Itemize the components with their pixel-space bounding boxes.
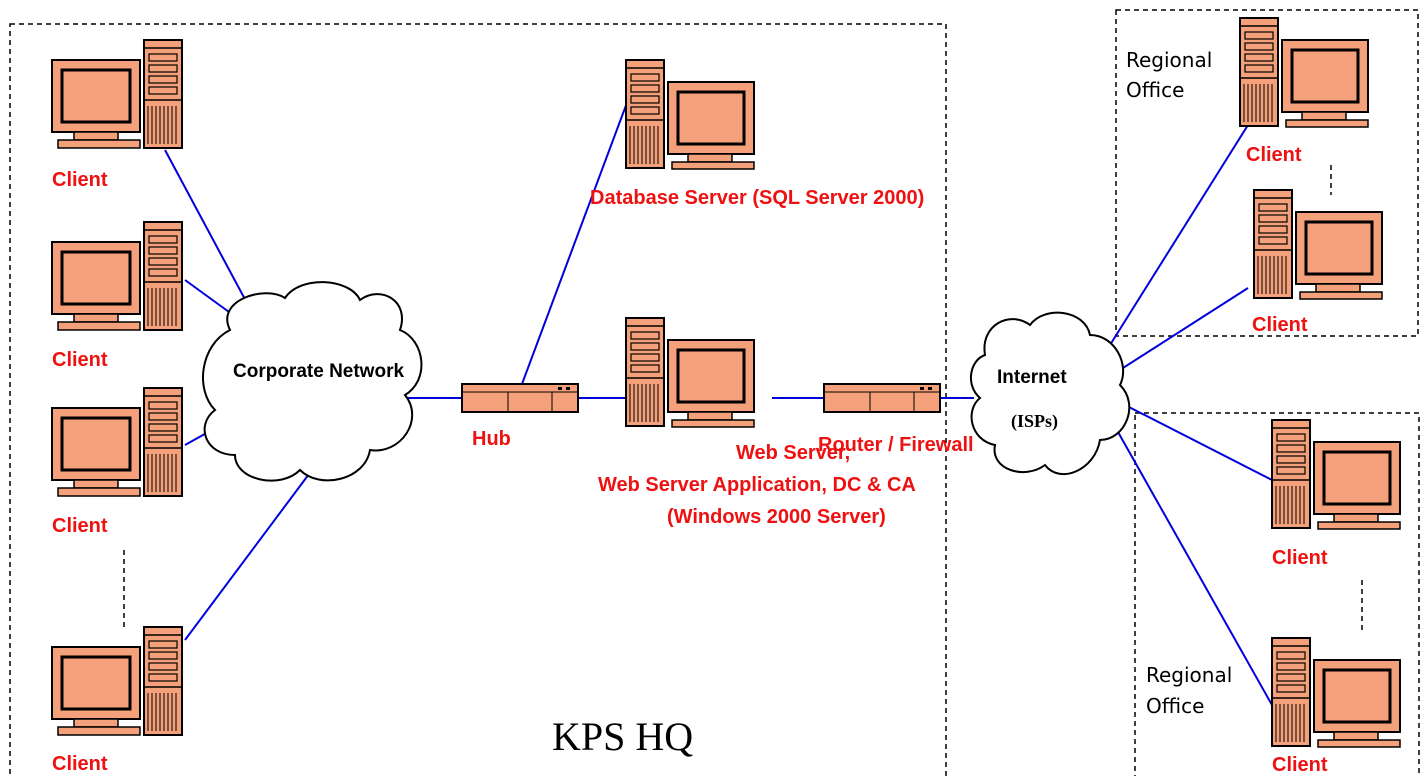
isps-label: (ISPs) [1011, 411, 1058, 432]
database-server-icon [624, 58, 756, 171]
client-computer-icon [50, 220, 184, 332]
hq-title: KPS HQ [552, 714, 693, 759]
client-computer-icon [1270, 418, 1402, 531]
client-label: Client [1272, 754, 1328, 776]
link-internet-ro2-a [1124, 404, 1273, 481]
router-firewall-label: Router / Firewall [818, 434, 974, 456]
link-hub-dbserver [521, 99, 629, 385]
internet-cloud-icon [970, 311, 1131, 476]
regional-office-1-border [1115, 9, 1419, 337]
regional-office-1-label-line1: Regional [1126, 48, 1212, 72]
regional-office-2-border [1134, 412, 1420, 776]
regional-office-1-label-line2: Office [1126, 78, 1184, 102]
client-label: Client [1252, 314, 1308, 336]
regional-office-2-label-line1: Regional [1146, 663, 1232, 687]
link-internet-ro1-b [1111, 287, 1249, 376]
hq-zone-border [9, 23, 947, 776]
client-label: Client [52, 349, 108, 371]
client-computer-icon [1238, 16, 1370, 129]
corporate-network-cloud-icon [202, 281, 423, 482]
client-computer-icon [50, 386, 184, 498]
link-internet-ro1-a [1109, 124, 1249, 346]
client-computer-icon [1270, 636, 1402, 749]
client-label: Client [52, 753, 108, 775]
web-server-label-line1: Web Server, [736, 442, 850, 464]
regional-office-2-label-line2: Office [1146, 694, 1204, 718]
client-computer-icon [1252, 188, 1384, 301]
client-label: Client [52, 515, 108, 537]
link-internet-ro2-b [1117, 431, 1273, 706]
client-label: Client [1246, 144, 1302, 166]
router-firewall-icon [823, 383, 941, 413]
corporate-network-label: Corporate Network [233, 361, 404, 382]
web-server-label-line2: Web Server Application, DC & CA [598, 474, 916, 496]
database-server-label: Database Server (SQL Server 2000) [590, 187, 924, 209]
client-computer-icon [50, 625, 184, 737]
client-label: Client [52, 169, 108, 191]
internet-label: Internet [997, 367, 1067, 388]
web-server-label-line3: (Windows 2000 Server) [667, 506, 886, 528]
hub-icon [461, 383, 579, 413]
hub-label: Hub [472, 428, 511, 450]
client-label: Client [1272, 547, 1328, 569]
client-computer-icon [50, 38, 184, 150]
web-server-icon [624, 316, 756, 429]
link-client1-corpnet [164, 149, 256, 319]
link-client4-corpnet [184, 469, 313, 641]
